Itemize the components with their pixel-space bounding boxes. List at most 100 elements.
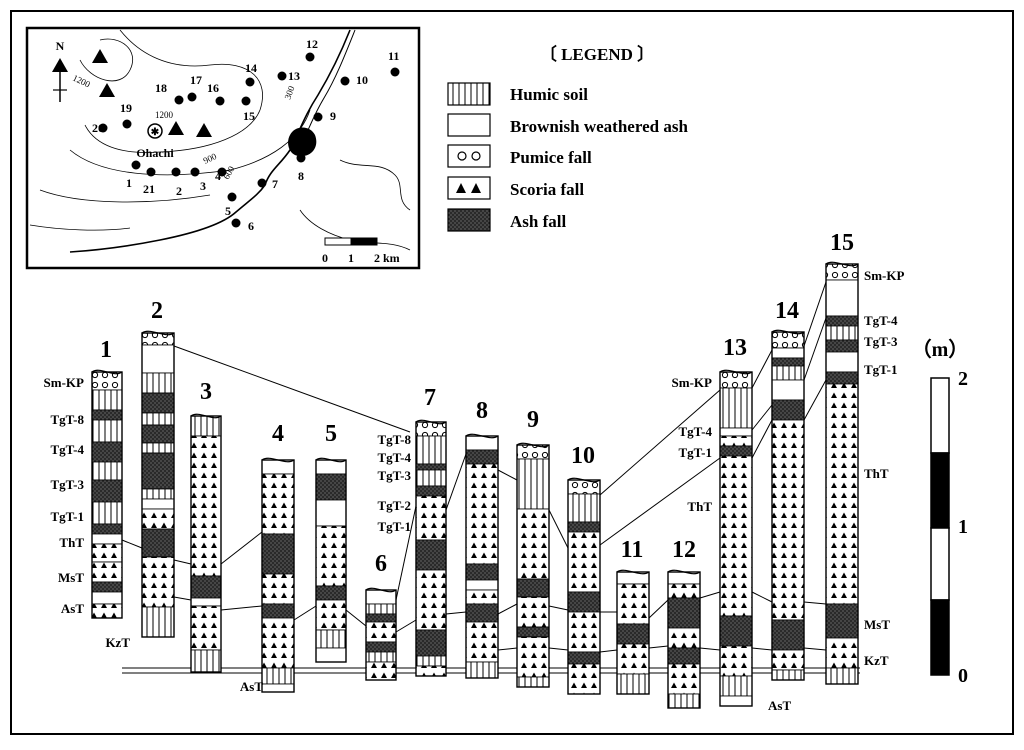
correlation-line (803, 281, 827, 347)
column-number: 8 (476, 398, 488, 424)
strat-layer (91, 409, 123, 421)
tephra-label: TgT-8 (378, 432, 412, 447)
column-outline (465, 435, 499, 679)
strat-layer (465, 621, 499, 663)
correlation-line (803, 317, 827, 381)
strat-layer (261, 683, 295, 693)
strat-layer (261, 573, 295, 605)
column-number: 4 (272, 421, 284, 447)
strat-layer (141, 488, 175, 500)
strat-layer (190, 575, 222, 599)
strat-column (516, 442, 550, 688)
tephra-label: Sm-KP (864, 268, 905, 283)
site-marker (241, 96, 251, 106)
tephra-label: TgT-1 (378, 519, 411, 534)
strat-column (825, 261, 859, 685)
strat-layer (315, 629, 347, 649)
strat-layer (516, 626, 550, 638)
strat-layer (465, 579, 499, 591)
strat-layer (141, 498, 175, 510)
tephra-label: TgT-8 (51, 412, 85, 427)
site-marker (277, 71, 287, 81)
column-outline (315, 459, 347, 663)
strat-layer (315, 599, 347, 631)
site-label: 20 (92, 121, 104, 135)
strat-layer (91, 603, 123, 619)
legend: 〔 LEGEND 〕 Humic soil Brownish weathered… (447, 44, 688, 232)
strat-column (261, 457, 295, 693)
strat-layer (667, 583, 701, 599)
north-label: N (56, 39, 65, 53)
correlation-line (395, 505, 417, 601)
column-number: 5 (325, 421, 337, 447)
site-label: 15 (243, 109, 255, 123)
volcano-icon (168, 121, 184, 135)
strat-layer (315, 473, 347, 501)
strat-column (315, 457, 347, 663)
strat-layer (567, 531, 601, 593)
strat-layer (516, 636, 550, 678)
scale-tick-label: 0 (958, 665, 968, 687)
strat-layer (415, 629, 447, 657)
correlation-line (751, 419, 773, 459)
tephra-label: AsT (768, 698, 791, 713)
map-scale-label: 1 (348, 251, 354, 265)
strat-layer (365, 603, 397, 615)
strat-layer (415, 435, 447, 465)
site-marker (174, 95, 184, 105)
strat-layer (91, 441, 123, 463)
correlation-line (751, 404, 773, 431)
meter-scale-bar (930, 377, 950, 676)
strat-layer (719, 615, 753, 647)
strat-layer (719, 675, 753, 697)
site-marker (313, 112, 323, 122)
column-number: 15 (830, 230, 854, 256)
volcano-icon (92, 49, 108, 63)
strat-layer (190, 435, 222, 577)
strat-layer (516, 676, 550, 688)
scoria-symbol (456, 183, 466, 193)
strat-layer (141, 442, 175, 454)
site-label: 8 (298, 169, 304, 183)
strat-layer (567, 521, 601, 533)
strat-layer (415, 469, 447, 487)
site-label: 14 (245, 61, 257, 75)
scale-unit: （m） (912, 338, 969, 361)
strat-layer (365, 641, 397, 653)
site-marker (146, 167, 156, 177)
strat-layer (91, 501, 123, 525)
strat-layer (141, 424, 175, 444)
strat-layer (261, 533, 295, 575)
strat-column (141, 330, 175, 638)
tephra-label: AsT (240, 679, 263, 694)
column-number: 7 (424, 385, 436, 411)
strat-column (190, 413, 222, 673)
correlation-line (548, 509, 569, 549)
site-label: 9 (330, 109, 336, 123)
strat-layer (190, 597, 222, 607)
strat-layer (141, 412, 175, 426)
site-label: 1 (126, 176, 132, 190)
site-label: 4 (215, 169, 221, 183)
column-number: 11 (621, 537, 644, 563)
north-arrow-icon (52, 58, 68, 102)
correlation-line (395, 619, 417, 633)
site-marker (215, 96, 225, 106)
strat-layer (567, 651, 601, 665)
strat-layer (365, 613, 397, 623)
tephra-label: TgT-4 (864, 313, 898, 328)
tephra-label: TgT-3 (864, 334, 898, 349)
strat-layer (719, 427, 753, 437)
legend-label-scoria: Scoria fall (510, 180, 584, 199)
strat-layer (91, 479, 123, 503)
scoria-symbol (471, 183, 481, 193)
scale-tick-label: 1 (958, 516, 968, 538)
strat-layer (719, 371, 753, 389)
tephra-label: TgT-4 (51, 442, 85, 457)
strat-layer (825, 279, 859, 317)
site-marker (98, 123, 108, 133)
volcano-icon (99, 83, 115, 97)
strat-layer (415, 485, 447, 497)
correlation-line (497, 603, 518, 615)
